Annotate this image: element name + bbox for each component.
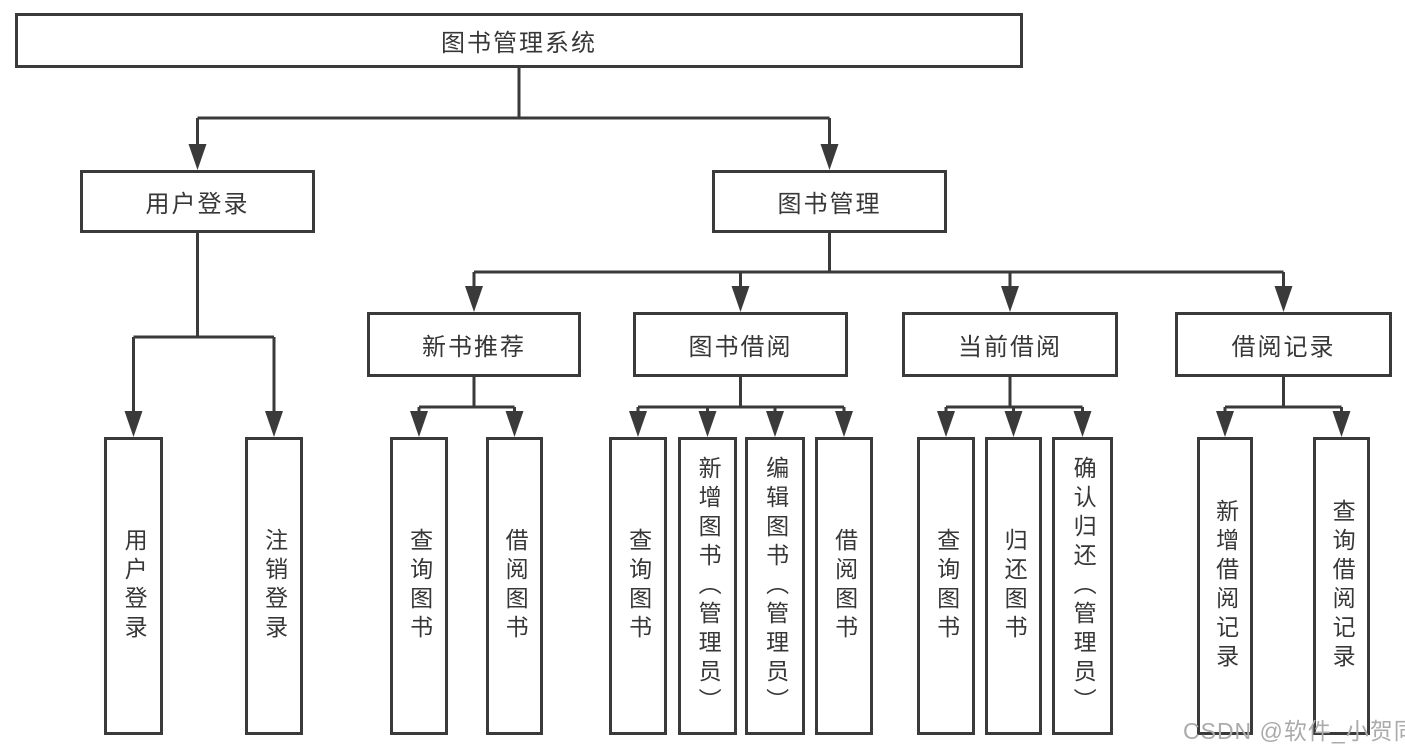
leaf-add-books-admin: 新增图书（管理员） — [678, 437, 737, 735]
node-book-management: 图书管理 — [712, 170, 947, 233]
leaf-query-borrow-record: 查询借阅记录 — [1313, 437, 1370, 735]
leaf-add-borrow-record: 新增借阅记录 — [1197, 437, 1253, 735]
leaf-confirm-return-admin: 确认归还（管理员） — [1052, 437, 1113, 735]
node-borrow-records: 借阅记录 — [1175, 312, 1392, 377]
leaf-query-books-borrowing: 查询图书 — [609, 437, 667, 735]
leaf-query-books-recommend: 查询图书 — [390, 437, 448, 735]
leaf-user-login: 用户登录 — [104, 437, 163, 735]
leaf-edit-books-admin: 编辑图书（管理员） — [745, 437, 805, 735]
node-user-login: 用户登录 — [80, 170, 315, 233]
leaf-borrow-books: 借阅图书 — [815, 437, 873, 735]
node-current-borrowing: 当前借阅 — [902, 312, 1118, 377]
csdn-watermark: CSDN @软件_小贺同学 — [1183, 718, 1405, 744]
leaf-logout: 注销登录 — [245, 437, 303, 735]
leaf-return-books: 归还图书 — [985, 437, 1042, 735]
node-new-book-recommend: 新书推荐 — [367, 312, 581, 377]
node-book-borrowing: 图书借阅 — [633, 312, 848, 377]
node-library-system: 图书管理系统 — [15, 13, 1023, 68]
leaf-borrow-books-recommend: 借阅图书 — [486, 437, 543, 735]
leaf-query-books-current: 查询图书 — [917, 437, 975, 735]
arrowheads — [124, 144, 1351, 437]
